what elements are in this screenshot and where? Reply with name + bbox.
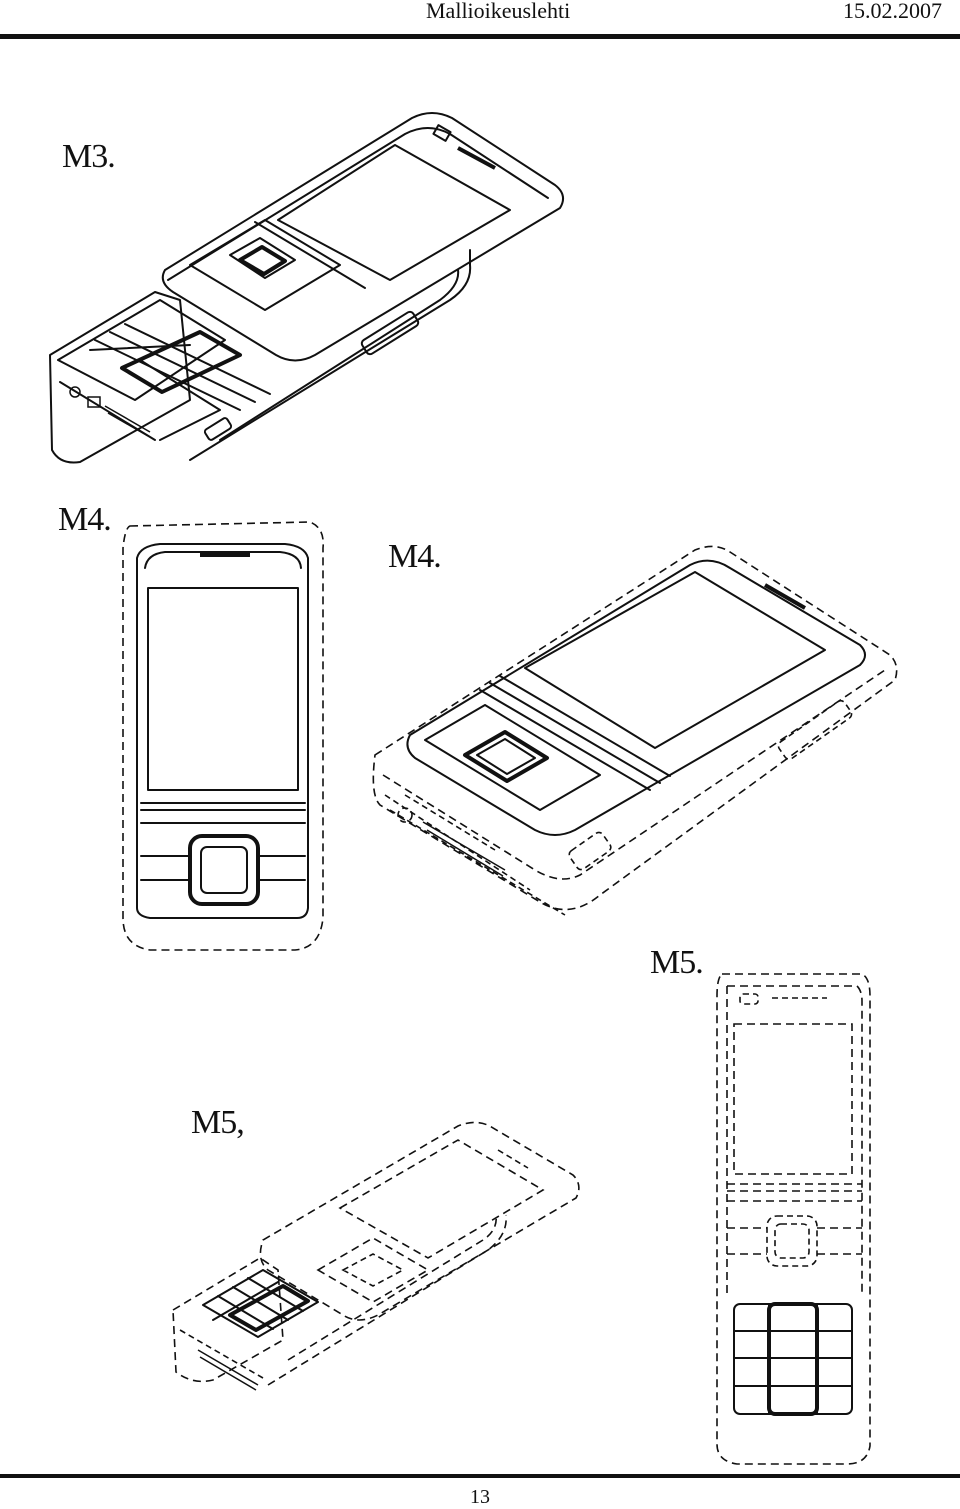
m3-phone-perspective-drawing — [49, 112, 565, 464]
figure-label-m5-front: M5. — [650, 944, 704, 981]
footer-rule — [0, 1474, 960, 1478]
header-rule — [0, 34, 960, 39]
publication-title: Mallioikeuslehti — [426, 0, 571, 23]
figure-label-m4-perspective: M4. — [388, 538, 442, 575]
m4-phone-perspective-drawing — [372, 545, 898, 916]
m5-phone-perspective-drawing — [172, 1121, 580, 1391]
m5-phone-front-drawing — [716, 973, 871, 1465]
figure-label-m5-perspective: M5, — [191, 1104, 245, 1141]
m4-phone-front-drawing — [122, 521, 325, 951]
figure-label-m4-front: M4. — [58, 501, 112, 538]
page-number: 13 — [470, 1486, 490, 1508]
figure-label-m3: M3. — [62, 138, 116, 175]
publication-date: 15.02.2007 — [843, 0, 942, 23]
